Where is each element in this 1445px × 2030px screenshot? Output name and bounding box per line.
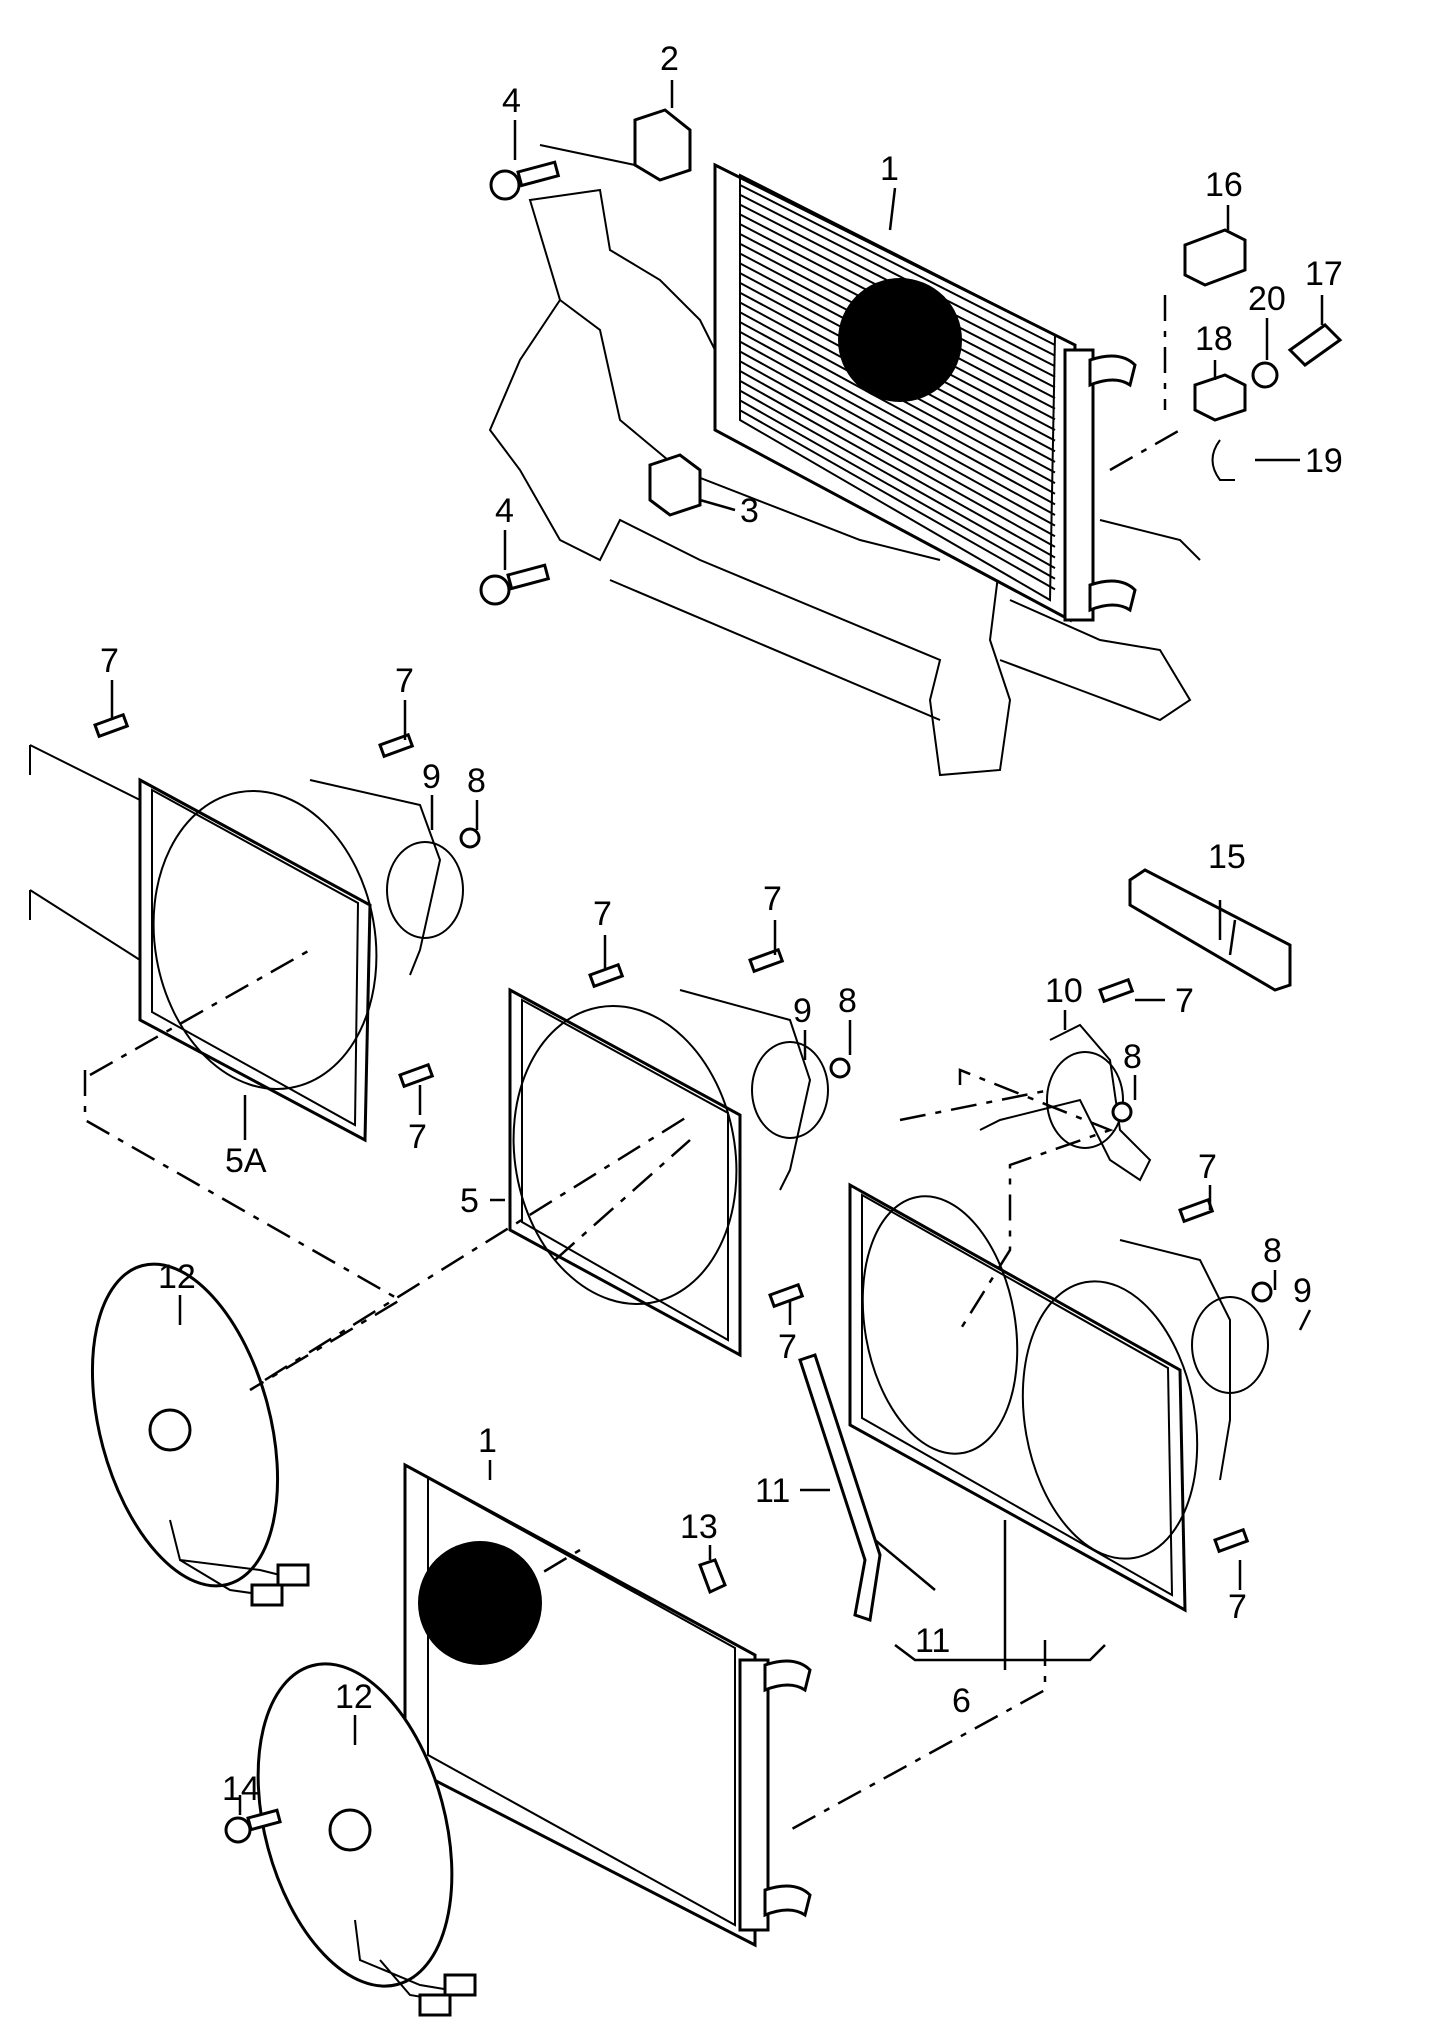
bolt-icon: [489, 160, 561, 201]
callout-18: 18: [1195, 320, 1233, 358]
assembly-lines: [83, 948, 1114, 1832]
bolt-icon: [1098, 977, 1135, 1004]
radiator-fin: [739, 330, 1056, 506]
bracket-icon: [648, 453, 702, 517]
callout-1: 1: [478, 1422, 497, 1460]
callout-6: 6: [952, 1682, 971, 1720]
callout-7: 7: [1198, 1148, 1217, 1186]
callout-17: 17: [1305, 255, 1343, 293]
callout-12: 12: [158, 1258, 196, 1296]
callout-9: 9: [1293, 1272, 1312, 1310]
bracket-icon: [1128, 868, 1292, 992]
callout-7: 7: [778, 1328, 797, 1366]
callout-16: 16: [1205, 166, 1243, 204]
callout-11: 11: [915, 1622, 950, 1660]
bolt-icon: [748, 947, 785, 974]
bolt-icon: [768, 1282, 805, 1309]
callout-8: 8: [467, 762, 486, 800]
fan-icon: [256, 1662, 477, 2017]
callout-3: 3: [740, 492, 759, 530]
radiator-fin: [739, 340, 1056, 516]
bolt-icon: [224, 1808, 282, 1844]
callout-7: 7: [593, 895, 612, 933]
callout-9: 9: [793, 992, 812, 1030]
bolt-icon: [93, 712, 130, 739]
callout-7: 7: [1175, 982, 1194, 1020]
callout-1: 1: [880, 150, 899, 188]
leader-lines: [110, 80, 1324, 1815]
radiator-fin: [739, 184, 1056, 346]
nut-icon: [1111, 1101, 1133, 1123]
radiator-fin: [739, 389, 1056, 569]
callout-7: 7: [395, 662, 414, 700]
callout-5: 5: [460, 1182, 479, 1220]
fan-icon: [90, 1262, 310, 1607]
radiator-fin: [739, 321, 1056, 495]
radiator-icon: [713, 162, 1137, 623]
radiator-fin: [739, 193, 1056, 357]
callout-15: 15: [1208, 838, 1246, 876]
callout-20: 20: [1248, 280, 1286, 318]
callout-19: 19: [1305, 442, 1343, 480]
fan-shroud-icon: [29, 744, 442, 1143]
radiator-fin: [739, 409, 1056, 591]
callout-11: 11: [755, 1472, 790, 1510]
callout-8: 8: [1263, 1232, 1282, 1270]
bolt-icon: [378, 732, 415, 759]
bolt-icon: [1178, 1197, 1215, 1224]
callout-7: 7: [100, 642, 119, 680]
radiator-fin: [739, 350, 1056, 527]
callout-9: 9: [422, 758, 441, 796]
callout-10: 10: [1045, 972, 1083, 1010]
bracket-icon: [386, 841, 464, 939]
callout-12: 12: [335, 1678, 373, 1716]
nut-icon: [698, 1558, 727, 1595]
callout-7: 7: [763, 880, 782, 918]
radiator-fin: [739, 360, 1056, 538]
radiator-fin: [739, 379, 1056, 559]
bolt-icon: [479, 563, 551, 606]
callout-13: 13: [680, 1508, 718, 1546]
bolt-icon: [398, 1062, 435, 1089]
callout-8: 8: [838, 982, 857, 1020]
bracket-icon: [539, 108, 692, 182]
fan-shroud-icon: [508, 987, 812, 1358]
callout-14: 14: [222, 1770, 260, 1808]
callout-8: 8: [1123, 1038, 1142, 1076]
redaction-dot-icon: [838, 278, 962, 402]
nut-icon: [1251, 1281, 1273, 1303]
bracket-icon: [751, 1041, 829, 1139]
nut-icon: [829, 1057, 851, 1079]
callout-labels: 2 1 4 4 3 16 17 20 18 19 7 7 9 8 7 5A 7 …: [100, 40, 1343, 1808]
bracket-icon: [1191, 1296, 1269, 1394]
temperature-switch-icon: [1109, 228, 1343, 481]
bracket-icon: [798, 1353, 882, 1622]
nut-icon: [459, 827, 481, 849]
callout-5a: 5A: [225, 1142, 267, 1180]
radiator-fin: [739, 370, 1056, 548]
radiator-icon: [403, 1462, 812, 1948]
bracket-icon: [979, 1023, 1152, 1182]
callout-2: 2: [660, 40, 679, 78]
front-support-frame: [488, 188, 1201, 777]
callout-7: 7: [408, 1118, 427, 1156]
callout-4-top: 4: [502, 82, 521, 120]
fan-shroud-icon: [848, 1182, 1231, 1613]
radiator-fin: [739, 399, 1056, 580]
callout-7: 7: [1228, 1588, 1247, 1626]
callout-4-bottom: 4: [495, 492, 514, 530]
bolt-icon: [1213, 1527, 1250, 1554]
redaction-dot-icon: [418, 1541, 542, 1665]
